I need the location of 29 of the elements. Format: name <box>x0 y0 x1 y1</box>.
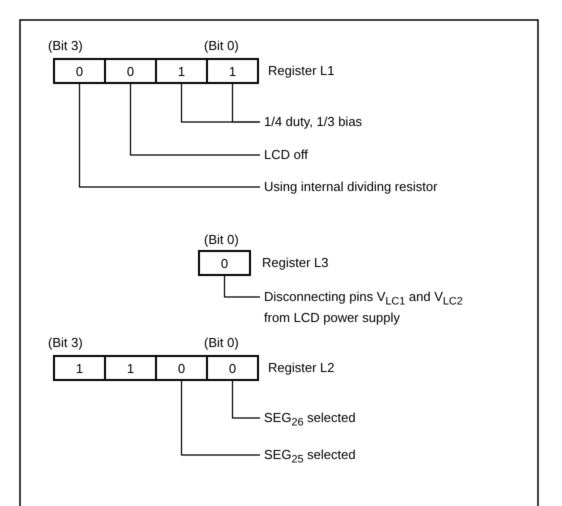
description-text: 1/4 duty, 1/3 bias <box>264 114 362 130</box>
register-name: Register L3 <box>262 255 328 271</box>
bit-cell: 0 <box>198 250 251 276</box>
bit-position-label: (Bit 3) <box>48 335 83 351</box>
leader-line <box>232 381 260 419</box>
bit-cell: 0 <box>53 58 106 84</box>
leader-line <box>180 381 260 456</box>
leader-line <box>232 84 260 123</box>
leader-line <box>224 276 260 298</box>
bit-position-label: (Bit 0) <box>204 232 239 248</box>
description-text: Using internal dividing resistor <box>264 179 438 195</box>
description-text: SEG$_{26}$ selected <box>264 410 356 431</box>
bit-cell: 1 <box>206 58 259 84</box>
description-text: LCD off <box>264 147 308 163</box>
bit-cell: 0 <box>104 58 157 84</box>
bit-cell: 0 <box>155 355 208 381</box>
description-text: SEG$_{25}$ selected <box>264 447 356 468</box>
register-name: Register L2 <box>268 360 334 376</box>
bit-position-label: (Bit 3) <box>48 38 83 54</box>
leader-line <box>130 84 260 156</box>
leader-line <box>78 84 260 188</box>
bit-cell: 1 <box>104 355 157 381</box>
register-name: Register L1 <box>268 63 334 79</box>
description-text: Disconnecting pins V$_{LC1}$ and V$_{LC2}$ from LCD power supply <box>264 289 474 326</box>
bit-position-label: (Bit 0) <box>204 38 239 54</box>
bit-cell: 1 <box>53 355 106 381</box>
bit-position-label: (Bit 0) <box>204 335 239 351</box>
bit-cell: 0 <box>206 355 259 381</box>
bit-cell: 1 <box>155 58 208 84</box>
